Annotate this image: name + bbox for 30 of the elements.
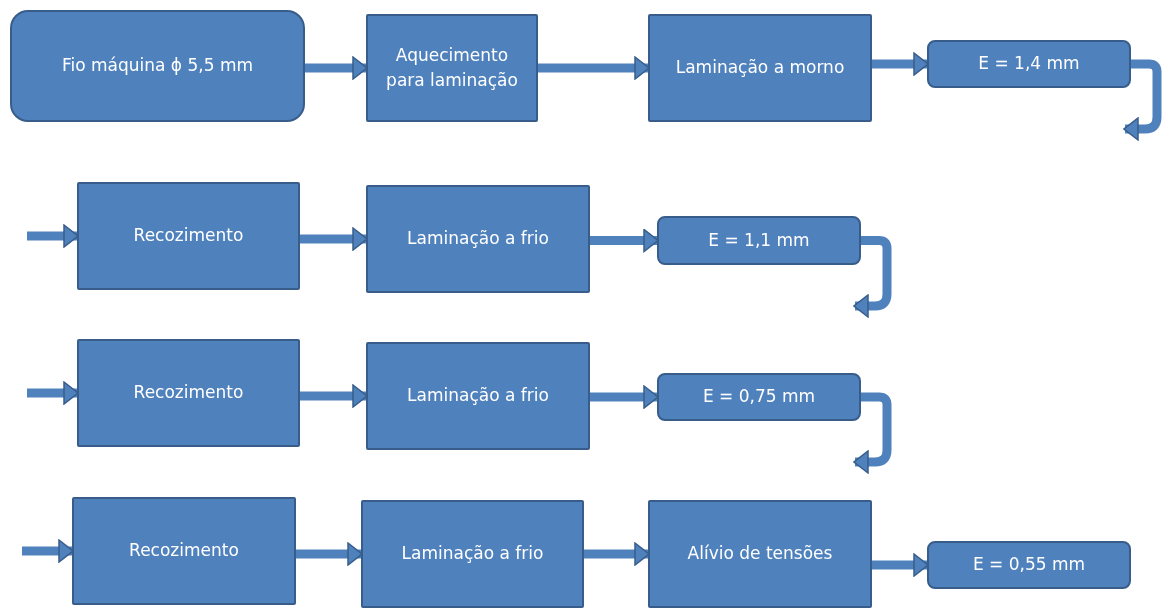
block-arrow — [27, 224, 79, 248]
process-box: E = 0,75 mm — [657, 373, 861, 421]
block-arrow — [590, 385, 659, 409]
block-arrow — [27, 381, 79, 405]
process-box: Laminação a frio — [361, 500, 584, 608]
process-box: E = 1,1 mm — [657, 216, 861, 265]
process-box: Alívio de tensões — [648, 500, 872, 608]
process-box: Laminação a morno — [648, 14, 872, 122]
process-box: E = 0,55 mm — [927, 541, 1131, 589]
process-box: Recozimento — [77, 182, 300, 290]
process-box: Fio máquina ϕ 5,5 mm — [10, 10, 305, 122]
block-arrow — [590, 228, 659, 253]
block-arrow — [853, 392, 892, 474]
block-arrow — [853, 236, 892, 318]
block-arrow — [305, 56, 368, 80]
process-box: Recozimento — [72, 497, 296, 605]
block-arrow — [538, 56, 650, 80]
block-arrow — [1123, 59, 1162, 141]
block-arrow — [300, 384, 368, 408]
process-box: Laminação a frio — [366, 342, 590, 450]
process-box: Laminação a frio — [366, 185, 590, 293]
block-arrow — [296, 542, 363, 566]
process-box: Recozimento — [77, 339, 300, 447]
block-arrow — [584, 542, 650, 566]
process-box: Aquecimento para laminação — [366, 14, 538, 122]
block-arrow — [872, 553, 929, 577]
block-arrow — [22, 539, 74, 563]
block-arrow — [300, 227, 368, 251]
process-box: E = 1,4 mm — [927, 40, 1131, 88]
block-arrow — [872, 52, 929, 76]
